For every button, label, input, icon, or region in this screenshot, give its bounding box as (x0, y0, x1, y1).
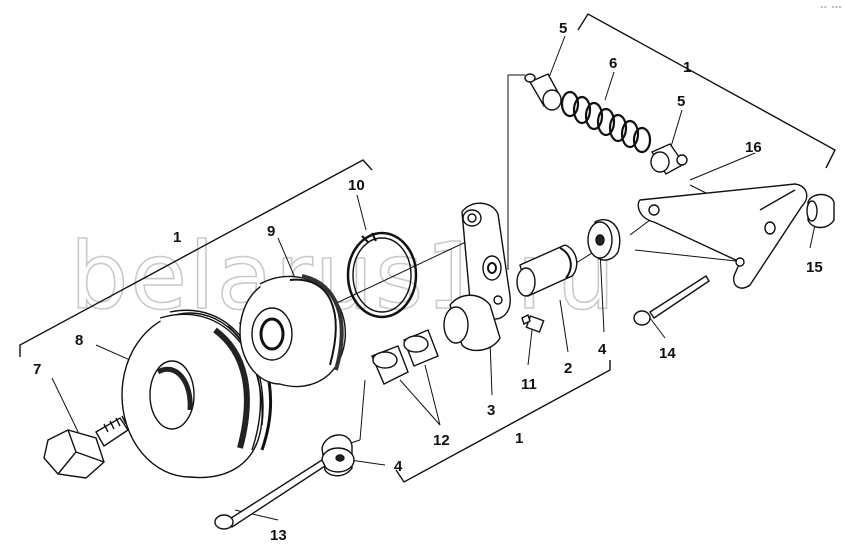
callout-15: 15 (806, 259, 823, 276)
callout-9: 9 (267, 223, 275, 240)
callout-4-bottom: 4 (394, 458, 403, 475)
part-11-grease-fitting (521, 314, 545, 333)
corner-mark: ᵒᵒ ᵃᵃᵃ (820, 5, 842, 12)
callout-5-mid: 5 (677, 93, 685, 110)
part-3-tensioner-arm (443, 202, 511, 352)
callout-1-left: 1 (173, 229, 181, 246)
part-9-bearing (239, 274, 346, 388)
part-7-hex-bolt (43, 415, 129, 479)
bracket-left-assembly (19, 159, 373, 357)
callout-3: 3 (487, 402, 495, 419)
callout-1-bottom: 1 (515, 430, 523, 447)
callout-16: 16 (745, 139, 762, 156)
part-8-pulley (121, 309, 273, 479)
part-13-long-bolt (214, 458, 326, 530)
callout-7: 7 (33, 361, 41, 378)
part-15-spacer (806, 193, 835, 229)
part-16-bracket-plate (637, 183, 808, 289)
callout-labels: 1 1 1 2 3 4 4 5 5 6 7 8 9 10 11 12 13 14… (33, 20, 823, 544)
callout-8: 8 (75, 332, 83, 349)
callout-6: 6 (609, 55, 617, 72)
callout-14: 14 (659, 345, 676, 362)
bracket-bottom-assembly (395, 360, 611, 483)
callout-11: 11 (521, 376, 537, 393)
part-10-snap-ring (346, 231, 418, 319)
part-2-pin (516, 244, 578, 297)
callout-1-top: 1 (683, 59, 691, 76)
part-4-washer-right (587, 219, 621, 261)
part-4-washer-bottom (321, 434, 355, 477)
callout-4-right: 4 (598, 341, 607, 358)
part-5-cap-mid (650, 143, 688, 175)
callout-5-top: 5 (559, 20, 567, 37)
callout-2: 2 (564, 360, 572, 377)
callout-13: 13 (270, 527, 287, 544)
bracket-top-assembly (577, 13, 836, 169)
callout-10: 10 (348, 177, 365, 194)
part-12-bushings (371, 329, 439, 385)
callout-12: 12 (433, 432, 450, 449)
part-5-cap-top (524, 73, 562, 111)
part-6-spring (560, 90, 652, 154)
part-14-bolt (633, 275, 710, 326)
